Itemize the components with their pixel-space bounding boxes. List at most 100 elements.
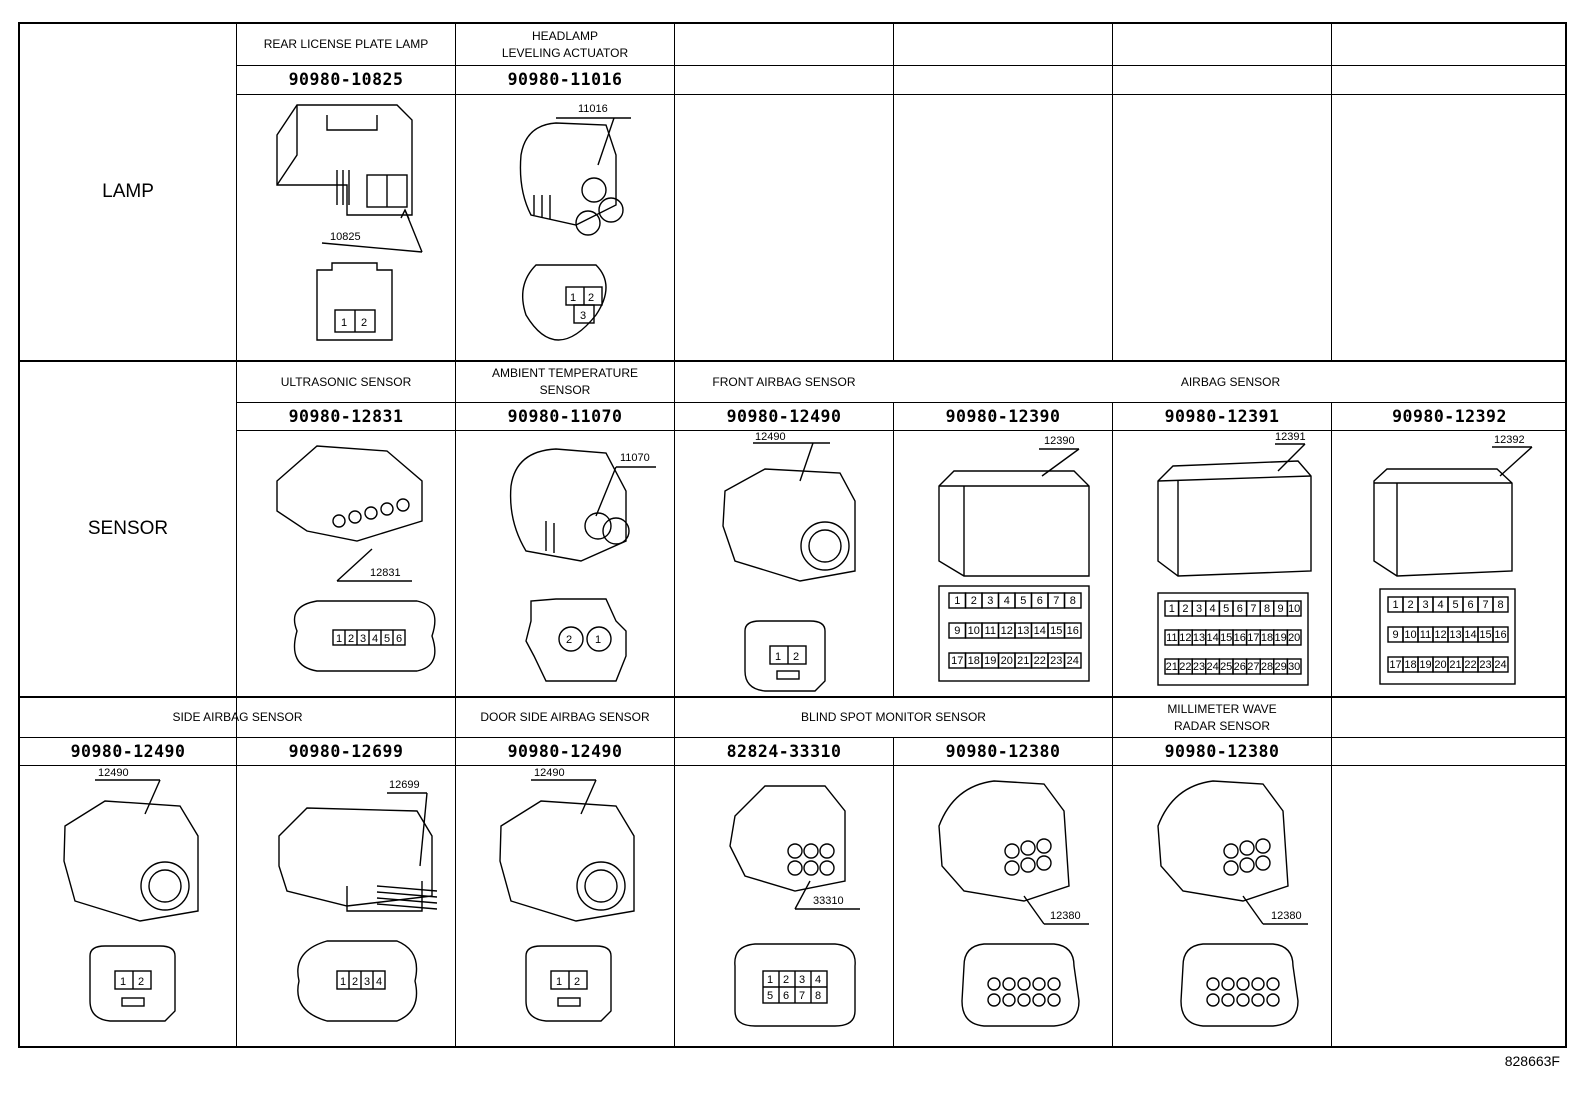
part-number: 90980-11016 <box>507 70 623 89</box>
connector-12380-radar-drawing: 12380 <box>1157 780 1308 1027</box>
pin-label: 1 <box>1392 599 1398 611</box>
callout-label: 10825 <box>330 231 361 243</box>
part-number: 90980-12380 <box>945 742 1061 761</box>
pin-label: 14 <box>1464 629 1476 641</box>
pin-label: 13 <box>1449 629 1461 641</box>
pin-label: 3 <box>1422 599 1428 611</box>
pin-label: 13 <box>1017 625 1029 637</box>
connector-12490-door-drawing: 12490 1 2 <box>499 767 635 1022</box>
pin-cell <box>1492 626 1509 643</box>
pin-label: 14 <box>1034 625 1046 637</box>
pin-label: 4 <box>372 633 378 645</box>
pin-label: 29 <box>1274 661 1286 673</box>
pin-label: 21 <box>1449 659 1461 671</box>
pin-label: 24 <box>1494 659 1506 671</box>
title-millimeter-wave-radar-sensor: MILLIMETER WAVE RADAR SENSOR <box>1113 698 1331 737</box>
part-number: 90980-11070 <box>507 407 623 426</box>
callout-label: 12699 <box>389 779 420 791</box>
connector-12831-drawing: 12831 1 2 3 4 5 6 <box>276 445 436 672</box>
pin-label: 1 <box>1169 603 1175 615</box>
part-number: 90980-12699 <box>288 742 404 761</box>
part-number: 90980-12490 <box>726 407 842 426</box>
pin-label: 28 <box>1261 661 1273 673</box>
pin-label: 19 <box>984 655 996 667</box>
pin-cell <box>1286 658 1302 675</box>
pin-label: 1 <box>341 317 347 329</box>
title-line: RADAR SENSOR <box>1173 718 1271 733</box>
pin-label: 1 <box>570 292 576 304</box>
pin-label: 10 <box>968 625 980 637</box>
pin-label: 4 <box>1437 599 1443 611</box>
pin-label: 9 <box>954 625 960 637</box>
part-number: 90980-12490 <box>70 742 186 761</box>
pin-label: 1 <box>595 634 601 646</box>
part-number: 82824-33310 <box>726 742 842 761</box>
part-number: 90980-12391 <box>1164 407 1280 426</box>
pin-label: 4 <box>376 976 382 988</box>
pin-label: 20 <box>1001 655 1013 667</box>
pin-label: 6 <box>1037 595 1043 607</box>
title-line: LEVELING ACTUATOR <box>501 45 629 60</box>
pin-label: 22 <box>1034 655 1046 667</box>
part-number: 90980-12392 <box>1392 407 1507 426</box>
pin-label: 12 <box>1179 632 1191 644</box>
callout-label: 33310 <box>813 895 844 907</box>
pin-label: 22 <box>1464 659 1476 671</box>
pin-label: 1 <box>556 976 562 988</box>
pin-label: 2 <box>574 976 580 988</box>
pin-label: 5 <box>1020 595 1026 607</box>
pin-label: 3 <box>360 633 366 645</box>
callout-label: 12390 <box>1044 435 1075 447</box>
pin-label: 8 <box>1497 599 1503 611</box>
pin-label: 2 <box>1407 599 1413 611</box>
title-airbag-sensor: AIRBAG SENSOR <box>1180 374 1281 389</box>
pin-label: 20 <box>1288 632 1300 644</box>
pin-cell <box>1063 652 1082 669</box>
pin-label: 5 <box>384 633 390 645</box>
pin-label: 5 <box>767 990 773 1002</box>
pin-label: 5 <box>1452 599 1458 611</box>
pin-cell <box>1063 622 1082 639</box>
pin-label: 10 <box>1404 629 1416 641</box>
connector-12699-drawing: 12699 1 2 3 4 <box>278 779 438 1022</box>
pin-label: 11 <box>1166 632 1177 644</box>
connector-12490-side-drawing: 12490 1 2 <box>63 767 199 1022</box>
title-blind-spot-monitor-sensor: BLIND SPOT MONITOR SENSOR <box>801 710 986 724</box>
pin-label: 2 <box>971 595 977 607</box>
pin-label: 16 <box>1234 632 1246 644</box>
callout-label: 12391 <box>1275 431 1306 443</box>
connector-33310-drawing: 33310 1 2 3 4 5 6 7 8 <box>729 785 860 1027</box>
pin-label: 8 <box>815 990 821 1002</box>
pin-label: 2 <box>361 317 367 329</box>
pin-label: 2 <box>566 634 572 646</box>
connector-12490-drawing: 12490 1 2 <box>722 431 856 692</box>
pin-label: 17 <box>1389 659 1401 671</box>
pin-label: 25 <box>1220 661 1232 673</box>
pin-label: 17 <box>951 655 963 667</box>
callout-label: 12490 <box>755 431 786 443</box>
pin-label: 6 <box>783 990 789 1002</box>
pin-label: 5 <box>1223 603 1229 615</box>
pin-label: 2 <box>138 976 144 988</box>
pin-label: 23 <box>1050 655 1062 667</box>
pin-label: 1 <box>340 976 346 988</box>
pin-label: 2 <box>783 974 789 986</box>
callout-label: 12392 <box>1494 434 1525 446</box>
pin-label: 15 <box>1479 629 1491 641</box>
pin-label: 7 <box>1250 603 1256 615</box>
connector-12380-drawing: 12380 <box>938 780 1089 1027</box>
pin-label: 21 <box>1017 655 1029 667</box>
pin-label: 21 <box>1166 661 1178 673</box>
pin-label: 16 <box>1067 625 1079 637</box>
pin-label: 24 <box>1206 661 1218 673</box>
pin-label: 2 <box>348 633 354 645</box>
title-line: MILLIMETER WAVE <box>1167 701 1277 716</box>
pin-label: 9 <box>1278 603 1284 615</box>
pin-label: 6 <box>1467 599 1473 611</box>
pin-label: 27 <box>1247 661 1259 673</box>
title-line: SENSOR <box>539 383 591 397</box>
pin-label: 15 <box>1050 625 1062 637</box>
